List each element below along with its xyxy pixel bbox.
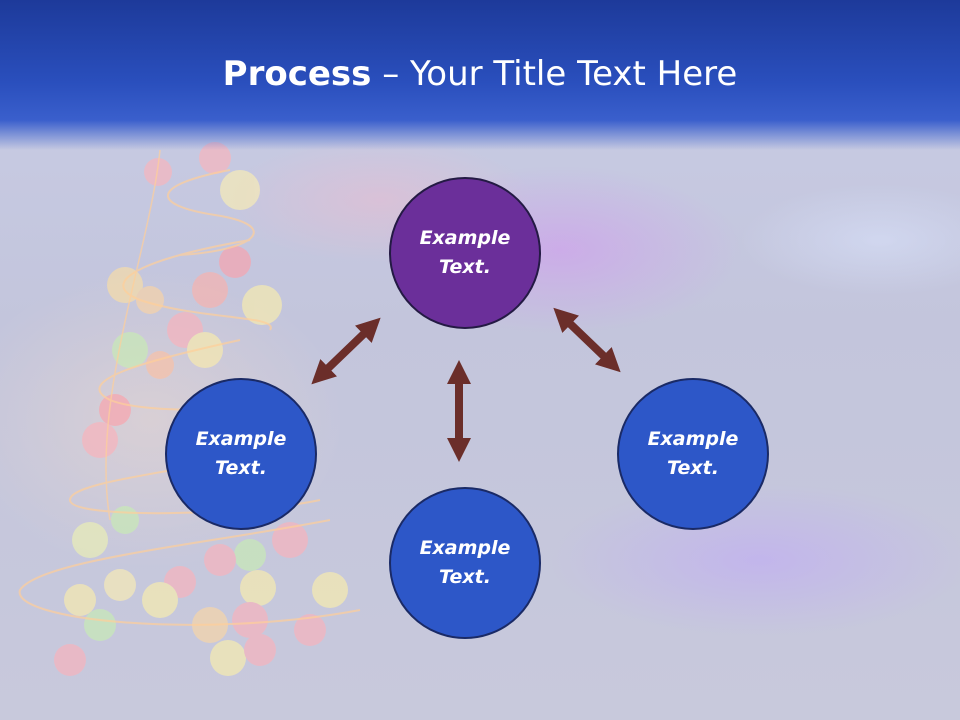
arrow-top-left bbox=[311, 317, 381, 385]
title-bold-word: Process bbox=[222, 54, 372, 94]
process-node-right-text: Example Text. bbox=[647, 428, 739, 479]
slide-title: Process – Your Title Text Here bbox=[0, 52, 960, 96]
title-rest: Your Title Text Here bbox=[410, 54, 738, 94]
process-node-bottom: Example Text. bbox=[389, 487, 541, 639]
arrow-top-right bbox=[553, 307, 621, 373]
title-bar bbox=[0, 0, 960, 150]
process-node-top: Example Text. bbox=[389, 177, 541, 329]
process-node-top-text: Example Text. bbox=[419, 227, 511, 278]
process-node-left-text: Example Text. bbox=[195, 428, 287, 479]
title-separator: – bbox=[371, 54, 411, 94]
process-node-bottom-text: Example Text. bbox=[419, 537, 511, 588]
process-node-left: Example Text. bbox=[165, 378, 317, 530]
process-node-right: Example Text. bbox=[617, 378, 769, 530]
